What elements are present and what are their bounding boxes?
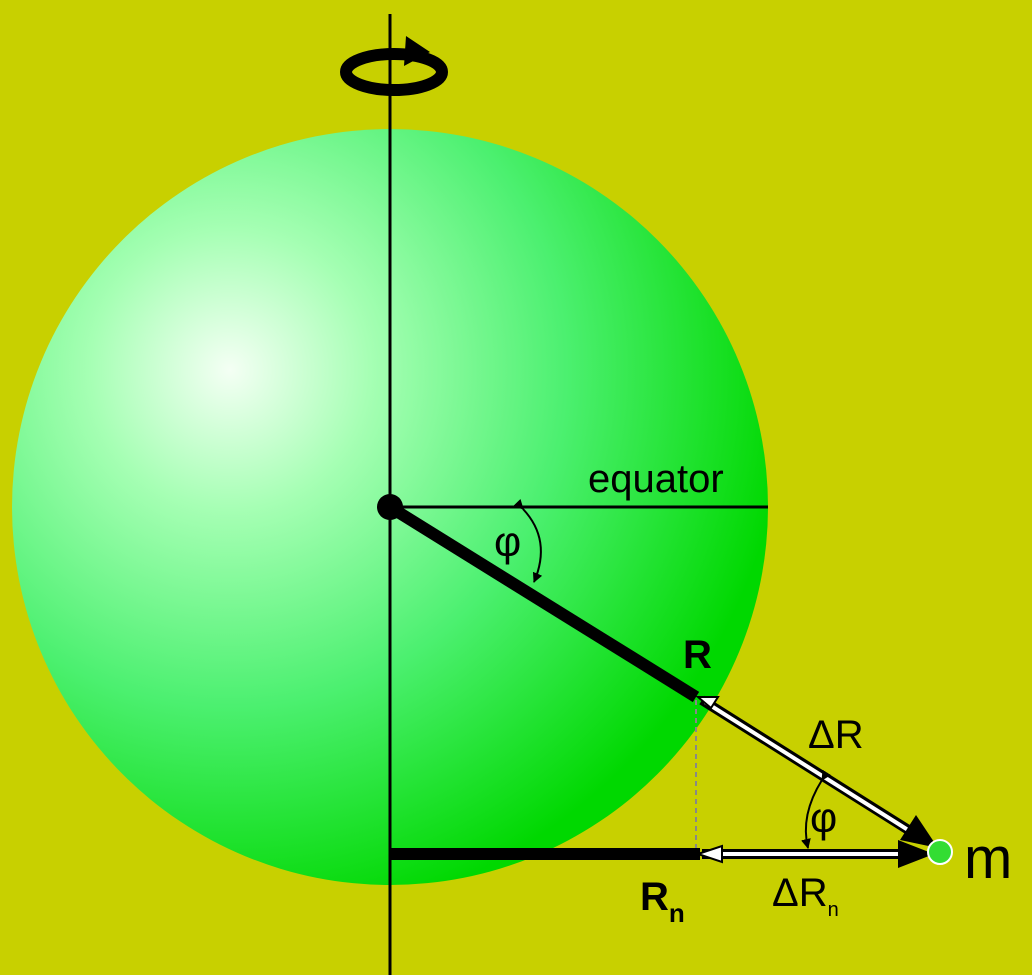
- radius-R-vector: [386, 501, 700, 703]
- phi-label-center: φ: [494, 518, 521, 565]
- delta-Rn-label: ΔRn: [772, 871, 839, 921]
- Rn-label: Rn: [640, 875, 685, 928]
- equator-label: equator: [588, 457, 724, 501]
- rotation-arrow-icon: [340, 36, 448, 96]
- Rn-label-base: R: [640, 875, 669, 919]
- phi-angle-arc-mass: [801, 769, 832, 849]
- R-label: R: [683, 633, 712, 677]
- mass-label: m: [964, 826, 1012, 891]
- delta-Rn-label-base: ΔR: [772, 871, 828, 915]
- delta-R-vector: [695, 695, 938, 848]
- phi-angle-arc-center: [513, 499, 543, 583]
- mass-point: [927, 839, 953, 865]
- Rn-label-sub: n: [669, 898, 685, 928]
- delta-Rn-vector: [694, 840, 934, 868]
- delta-Rn-label-sub: n: [828, 899, 839, 921]
- delta-R-label: ΔR: [808, 713, 864, 757]
- phi-label-mass: φ: [810, 794, 837, 841]
